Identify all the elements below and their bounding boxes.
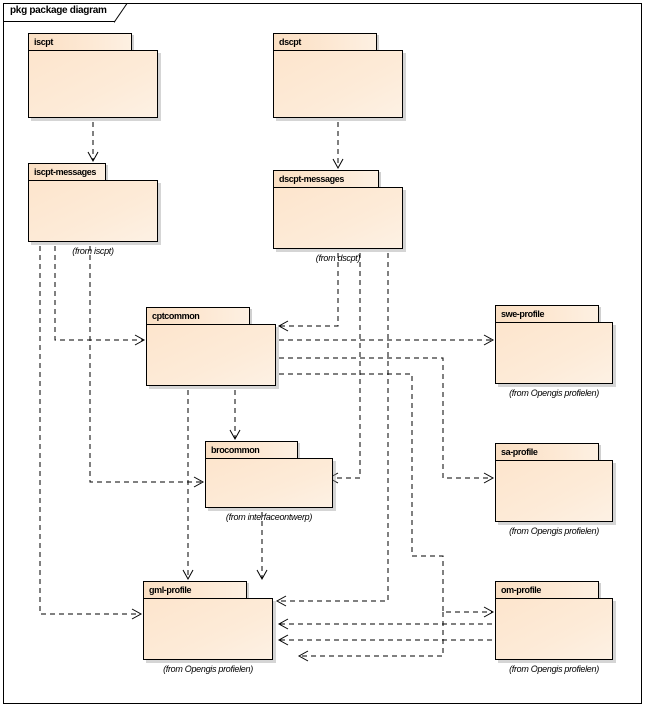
package-body-dscpt-messages[interactable]	[273, 187, 403, 249]
package-from-dscpt-messages: (from dscpt)	[315, 253, 361, 263]
package-body-om-profile[interactable]	[495, 598, 613, 660]
frame-tab-corner-icon	[114, 3, 128, 23]
package-body-swe-profile[interactable]	[495, 322, 613, 384]
package-name-brocommon: brocommon	[211, 445, 260, 455]
package-name-sa-profile: sa-profile	[501, 447, 538, 457]
package-body-iscpt-messages[interactable]	[28, 180, 158, 242]
package-header-sa-profile[interactable]: sa-profile	[495, 443, 599, 461]
package-header-gml-profile[interactable]: gml-profile	[143, 581, 247, 599]
package-from-brocommon: (from interfaceontwerp)	[225, 512, 313, 522]
package-from-iscpt-messages: (from iscpt)	[72, 246, 114, 256]
diagram-title: pkg package diagram	[10, 5, 107, 16]
package-name-gml-profile: gml-profile	[149, 585, 192, 595]
package-header-iscpt-messages[interactable]: iscpt-messages	[28, 163, 106, 181]
package-from-swe-profile: (from Opengis profielen)	[509, 388, 599, 398]
package-body-iscpt[interactable]	[28, 50, 158, 118]
package-header-om-profile[interactable]: om-profile	[495, 581, 599, 599]
package-name-cptcommon: cptcommon	[152, 311, 200, 321]
package-body-sa-profile[interactable]	[495, 460, 613, 522]
package-name-om-profile: om-profile	[501, 585, 541, 595]
package-name-swe-profile: swe-profile	[501, 309, 545, 319]
package-from-om-profile: (from Opengis profielen)	[509, 664, 599, 674]
package-name-dscpt-messages: dscpt-messages	[279, 174, 344, 184]
package-body-dscpt[interactable]	[273, 50, 403, 118]
package-header-brocommon[interactable]: brocommon	[205, 441, 298, 459]
package-header-cptcommon[interactable]: cptcommon	[146, 307, 250, 325]
package-from-sa-profile: (from Opengis profielen)	[509, 526, 599, 536]
package-name-dscpt: dscpt	[279, 37, 302, 47]
package-name-iscpt: iscpt	[34, 37, 54, 47]
package-name-iscpt-messages: iscpt-messages	[34, 167, 96, 177]
package-header-dscpt[interactable]: dscpt	[273, 33, 377, 51]
package-header-iscpt[interactable]: iscpt	[28, 33, 132, 51]
package-body-cptcommon[interactable]	[146, 324, 276, 386]
diagram-frame-tab	[3, 3, 115, 22]
package-body-brocommon[interactable]	[205, 458, 333, 508]
package-from-gml-profile: (from Opengis profielen)	[163, 664, 253, 674]
package-body-gml-profile[interactable]	[143, 598, 273, 660]
package-header-swe-profile[interactable]: swe-profile	[495, 305, 599, 323]
package-header-dscpt-messages[interactable]: dscpt-messages	[273, 170, 379, 188]
